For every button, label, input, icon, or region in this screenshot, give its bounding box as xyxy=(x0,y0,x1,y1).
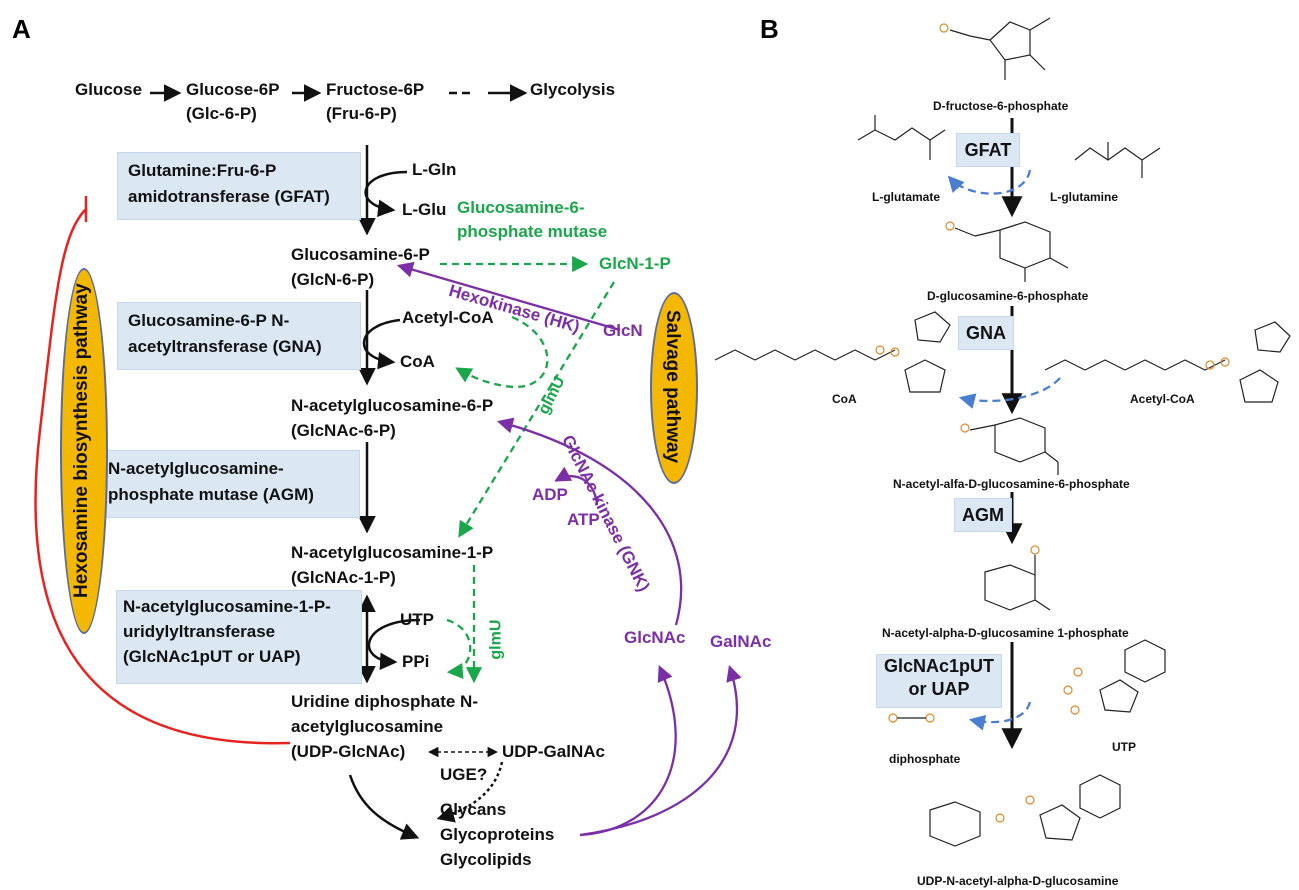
hexosamine-pathway-label: Hexosamine biosynthesis pathway xyxy=(71,283,92,598)
uap-line2: uridylyltransferase xyxy=(123,622,276,641)
glcnac6p-abbr: (GlcNAc-6-P) xyxy=(291,421,396,440)
molecule-l-glutamine xyxy=(1074,142,1161,178)
diphosphate-molecule-label: diphosphate xyxy=(889,752,961,766)
udpglcnac-line1: Uridine diphosphate N- xyxy=(291,692,478,711)
molecule-l-glutamate xyxy=(857,115,946,160)
lglu-label: L-Glu xyxy=(402,200,447,219)
panel-a-label: A xyxy=(12,14,31,44)
molecule-fructose-6-phosphate xyxy=(939,17,1051,80)
utp-molecule-label: UTP xyxy=(1112,740,1136,754)
coa-label: CoA xyxy=(400,352,435,371)
gna-line2: acetyltransferase (GNA) xyxy=(128,337,322,356)
molecule-acetyl-coa xyxy=(1044,321,1291,403)
udpglcnac-molecule-label: UDP-N-acetyl-alpha-D-glucosamine xyxy=(917,874,1119,888)
hexosamine-pathway-ellipse xyxy=(60,268,108,634)
uap-line1: N-acetylglucosamine-1-P- xyxy=(123,597,331,616)
acetylcoa-label: Acetyl-CoA xyxy=(402,308,494,327)
molecule-glcnac-6-phosphate xyxy=(960,417,1059,475)
glmu-label-lower: glmU xyxy=(487,619,505,660)
fru6p-molecule-label: D-fructose-6-phosphate xyxy=(933,99,1069,113)
salvage-pathway-ellipse xyxy=(650,292,698,484)
agm-line1: N-acetylglucosamine- xyxy=(108,459,284,478)
molecule-udp-glcnac xyxy=(929,774,1121,847)
gfat-enzyme-box xyxy=(117,152,361,220)
molecule-diphosphate xyxy=(888,713,935,723)
glcnac1p-label: N-acetylglucosamine-1-P xyxy=(291,543,494,562)
coa-molecule-label: CoA xyxy=(832,392,857,406)
glc6p-abbr: (Glc-6-P) xyxy=(186,104,257,123)
glcn6p-abbr: (GlcN-6-P) xyxy=(291,270,375,289)
fru6p-label: Fructose-6P xyxy=(326,80,425,99)
lglutamine-molecule-label: L-glutamine xyxy=(1050,190,1118,204)
glycolysis-label: Glycolysis xyxy=(530,80,616,99)
panel-b-side-arrows xyxy=(947,169,1061,731)
agm-line2: phosphate mutase (AGM) xyxy=(108,485,314,504)
glc6p-label: Glucose-6P xyxy=(186,80,280,99)
adp-label: ADP xyxy=(532,485,568,504)
glcn1p-label: GlcN-1-P xyxy=(599,254,671,273)
gfat-enzyme-badge: GFAT xyxy=(956,133,1020,167)
lgln-label: L-Gln xyxy=(412,160,457,179)
molecule-coa xyxy=(714,311,951,393)
green-arrows xyxy=(440,255,615,684)
lglutamate-molecule-label: L-glutamate xyxy=(872,190,941,204)
mutase-line2: phosphate mutase xyxy=(457,222,608,241)
utp-label: UTP xyxy=(400,610,434,629)
udpgalnac-label: UDP-GalNAc xyxy=(502,742,605,761)
ppi-label: PPi xyxy=(402,652,430,671)
uap-enzyme-badge: GlcNAc1pUT or UAP xyxy=(876,654,1002,708)
gfat-line2: amidotransferase (GFAT) xyxy=(128,187,330,206)
glcnac1p-abbr: (GlcNAc-1-P) xyxy=(291,568,396,587)
uap-enzyme-box xyxy=(116,590,362,684)
salvage-pathway-label: Salvage pathway xyxy=(662,310,683,464)
glcn6p-molecule-label: D-glucosamine-6-phosphate xyxy=(927,289,1089,303)
molecule-glucosamine-6-phosphate xyxy=(945,221,1069,282)
atp-label: ATP xyxy=(567,510,600,529)
gfat-line1: Glutamine:Fru-6-P xyxy=(128,161,277,180)
uap-badge-line2: or UAP xyxy=(908,678,970,699)
gna-enzyme-badge: GNA xyxy=(958,316,1014,350)
glcnac6p-molecule-label: N-acetyl-alfa-D-glucosamine-6-phosphate xyxy=(893,477,1130,491)
glcnac6p-label: N-acetylglucosamine-6-P xyxy=(291,396,494,415)
glycoproteins-label: Glycoproteins xyxy=(440,825,555,844)
galnac-label: GalNAc xyxy=(710,632,772,651)
feedback-inhibition-line xyxy=(34,196,291,745)
mutase-line1: Glucosamine-6- xyxy=(457,198,585,217)
panel-b-label: B xyxy=(760,14,779,44)
fru6p-abbr: (Fru-6-P) xyxy=(326,104,397,123)
glcnac-label: GlcNAc xyxy=(624,628,686,647)
glycolipids-label: Glycolipids xyxy=(440,850,532,869)
acetylcoa-molecule-label: Acetyl-CoA xyxy=(1130,392,1195,406)
glcnac1p-molecule-label: N-acetyl-alpha-D-glucosamine 1-phosphate xyxy=(882,626,1129,640)
main-pathway-arrows xyxy=(348,145,504,840)
udpglcnac-line3: (UDP-GlcNAc) xyxy=(291,742,406,761)
uge-label: UGE? xyxy=(440,765,488,784)
glcn-label: GlcN xyxy=(603,321,643,340)
udpglcnac-line2: acetylglucosamine xyxy=(291,717,444,736)
glcn6p-label: Glucosamine-6-P xyxy=(291,245,430,264)
purple-arrows xyxy=(396,261,742,837)
glycans-label: Glycans xyxy=(440,800,507,819)
glucose-label: Glucose xyxy=(75,80,143,99)
agm-enzyme-box xyxy=(100,450,360,518)
agm-enzyme-badge: AGM xyxy=(954,498,1012,532)
uap-line3: (GlcNAc1pUT or UAP) xyxy=(123,647,301,666)
uap-badge-line1: GlcNAc1pUT xyxy=(883,656,995,676)
molecule-glcnac-1-phosphate xyxy=(984,545,1051,611)
gna-enzyme-box xyxy=(117,302,361,370)
gna-line1: Glucosamine-6-P N- xyxy=(128,311,290,330)
molecule-utp xyxy=(1063,639,1166,715)
